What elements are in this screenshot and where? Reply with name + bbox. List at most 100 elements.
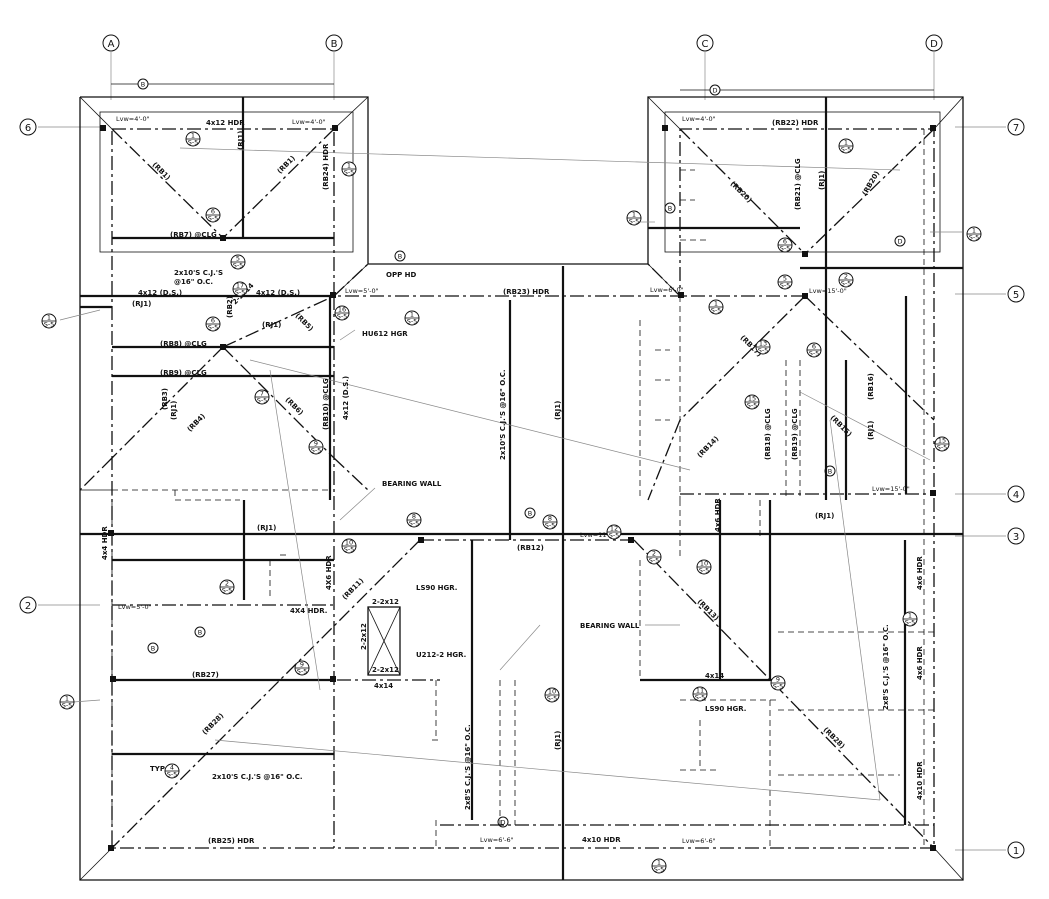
label-hdr-4x12-top: 4x12 HDR: [206, 119, 245, 127]
label-rj1-j: (RJ1): [170, 401, 178, 420]
svg-text:10: 10: [700, 560, 708, 568]
svg-text:10: 10: [345, 539, 353, 547]
label-cj-2x10-center: 2x10'S C.J.'S @16" O.C.: [499, 369, 507, 460]
svg-text:5: 5: [236, 255, 240, 263]
callout-1: 1S-5: [185, 131, 201, 147]
callout-37: 1S-5: [404, 310, 420, 326]
svg-text:S-5: S-5: [344, 546, 355, 554]
dim-marker-d1: D: [712, 87, 717, 95]
label-4x14a: 4x14: [374, 682, 393, 690]
svg-text:6: 6: [211, 317, 215, 325]
callout-6: 16S-5: [334, 305, 350, 321]
grid-label-4: 4: [1013, 490, 1019, 501]
svg-text:S-5: S-5: [809, 350, 820, 358]
svg-text:1: 1: [47, 314, 51, 322]
label-rj1-e: (RJ1): [554, 401, 562, 420]
label-rb9: (RB9) @CLG: [160, 369, 207, 377]
grid-bubble-d: D: [925, 34, 943, 52]
dim-marker-b3: B: [528, 510, 532, 518]
svg-text:S-5: S-5: [167, 771, 178, 779]
label-4x14b: 4x14: [705, 672, 724, 680]
label-hdr-4x6: 4X6 HDR: [325, 555, 333, 590]
callout-17: 12S-5: [606, 524, 622, 540]
label-rb8: (RB8) @CLG: [160, 340, 207, 348]
label-hdr-4x4b: 4X4 HDR.: [290, 607, 327, 615]
label-bearing-wall-2: BEARING WALL: [580, 622, 640, 630]
label-rj1-f: (RJ1): [554, 731, 562, 750]
svg-text:8: 8: [412, 513, 416, 521]
svg-text:1: 1: [65, 695, 69, 703]
label-rb25: (RB25) HDR: [208, 837, 255, 845]
grid-label-d: D: [930, 39, 938, 50]
svg-text:4: 4: [170, 764, 174, 772]
floor-opening: [367, 606, 401, 676]
callout-18: 2S-5: [646, 549, 662, 565]
label-cj-2x8-right: 2x8'S C.J.'S @16" O.C.: [882, 624, 890, 710]
callout-26: 5S-5: [777, 274, 793, 290]
label-lvw-b: Lvw=4'-0": [292, 118, 326, 126]
svg-text:S-5: S-5: [758, 347, 769, 355]
svg-text:2: 2: [652, 550, 656, 558]
grid-label-7: 7: [1013, 123, 1019, 134]
callout-25: 6S-5: [777, 237, 793, 253]
svg-text:16: 16: [338, 306, 346, 314]
walls-below: [111, 129, 934, 848]
dim-marker-b5: B: [198, 629, 202, 637]
label-2x12a: 2-2x12: [372, 598, 399, 606]
label-2x12c: 2-2x12: [372, 666, 399, 674]
svg-text:S-5: S-5: [905, 619, 916, 627]
svg-text:1: 1: [347, 162, 351, 170]
label-bearing-wall-1: BEARING WALL: [382, 480, 442, 488]
svg-text:S-5: S-5: [695, 694, 706, 702]
svg-text:6: 6: [783, 238, 787, 246]
label-rj1-a: (RJ1): [132, 300, 151, 308]
svg-text:2: 2: [225, 580, 229, 588]
svg-text:1: 1: [714, 300, 718, 308]
label-rb3: (RB3): [161, 388, 169, 410]
grid-label-a: A: [108, 39, 115, 50]
svg-text:S-5: S-5: [337, 313, 348, 321]
label-rj1-h: (RJ1): [867, 421, 875, 440]
svg-text:S-5: S-5: [44, 321, 55, 329]
svg-text:S-5: S-5: [841, 146, 852, 154]
callout-33: 1S-5: [626, 210, 642, 226]
label-typ: TYP: [150, 765, 165, 773]
dim-marker-d3: D: [897, 238, 902, 246]
label-rj1-d: (RJ1): [815, 512, 834, 520]
svg-text:S-5: S-5: [780, 245, 791, 253]
callout-14: 1S-5: [59, 694, 75, 710]
label-hdr-4x6-right2: 4x6 HDR: [916, 646, 924, 680]
grid-bubble-5: 5: [1007, 285, 1025, 303]
dim-marker-b6: B: [151, 645, 155, 653]
label-hdr-4x6-right: 4x6 HDR: [916, 556, 924, 590]
grid-bubble-7: 7: [1007, 118, 1025, 136]
callout-7: 7S-5: [254, 389, 270, 405]
svg-text:10: 10: [548, 688, 556, 696]
svg-text:S-5: S-5: [188, 139, 199, 147]
grid-label-b: B: [331, 39, 338, 50]
svg-text:S-5: S-5: [841, 280, 852, 288]
callout-19: 10S-5: [696, 559, 712, 575]
callout-5: 6S-5: [205, 316, 221, 332]
dim-marker-d2: D: [500, 819, 505, 827]
grid-bubble-c: C: [696, 34, 714, 52]
dim-marker-b4: B: [828, 468, 832, 476]
label-lvw-j: Lvw=6'-6": [480, 836, 514, 844]
vertical-labels: (RB24) HDR (RB10) @CLG 4x12 (D.S.) 2x10'…: [101, 131, 924, 810]
label-ls90-1: LS90 HGR.: [416, 584, 457, 592]
grid-bubble-1: 1: [1007, 841, 1025, 859]
grid-label-2: 2: [25, 601, 31, 612]
label-rb22: (RB22) HDR: [772, 119, 819, 127]
svg-text:S-5: S-5: [62, 702, 73, 710]
svg-text:9: 9: [300, 661, 304, 669]
svg-text:15: 15: [938, 437, 946, 445]
grid-label-1: 1: [1013, 846, 1019, 857]
svg-text:S-5: S-5: [407, 318, 418, 326]
callout-15: 1S-5: [41, 313, 57, 329]
dim-marker-b1: B: [141, 81, 145, 89]
grid-bubble-3: 3: [1007, 527, 1025, 545]
label-cj-2x10-oc: @16" O.C.: [174, 278, 213, 286]
label-2x12b: 2-2x12: [360, 623, 368, 650]
svg-text:17: 17: [236, 282, 244, 290]
